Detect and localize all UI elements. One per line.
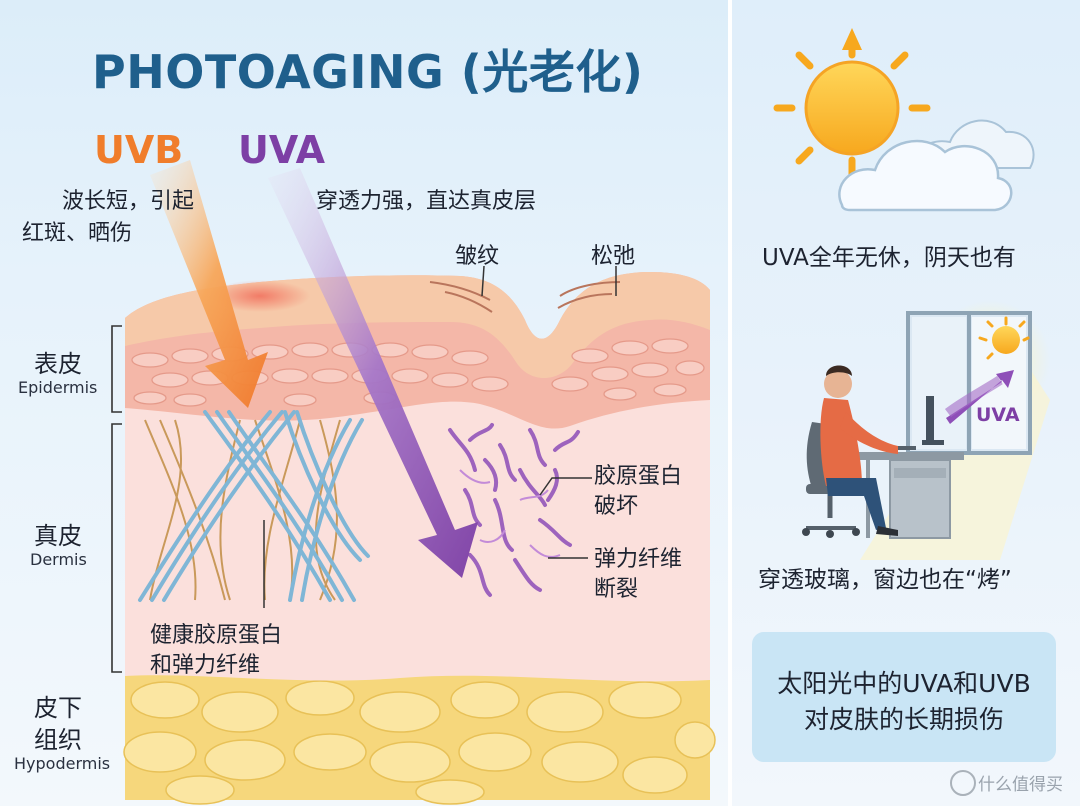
hypodermis-en-label: Hypodermis xyxy=(14,754,111,773)
elastin-break-line2: 断裂 xyxy=(594,577,639,602)
epidermis-en-label: Epidermis xyxy=(18,378,98,397)
weather-caption: UVA全年无休，阴天也有 xyxy=(762,245,1016,271)
collagen-damage-line2: 破坏 xyxy=(594,494,639,519)
hypodermis-layer xyxy=(123,672,716,805)
elastin-break-line1: 弹力纤维 xyxy=(594,547,683,572)
uvb-desc-line1: 波长短，引起 xyxy=(62,189,195,214)
dermis-label: 真皮 xyxy=(34,522,82,550)
hypodermis-label-line2: 组织 xyxy=(34,726,82,754)
epidermis-label: 表皮 xyxy=(34,350,82,378)
healthy-fibers xyxy=(138,410,370,602)
dermis-layer xyxy=(125,390,710,682)
sagging-label: 松弛 xyxy=(591,244,636,269)
damaged-elastin xyxy=(459,469,561,558)
wrinkle-label: 皱纹 xyxy=(455,244,500,269)
uvb-label: UVB xyxy=(94,128,184,172)
panel-divider xyxy=(728,0,732,806)
layer-brackets xyxy=(111,325,122,673)
uva-label: UVA xyxy=(238,128,326,172)
callout-leaders xyxy=(263,265,617,608)
page-title: PHOTOAGING (光老化) xyxy=(92,45,644,99)
epidermis-layer xyxy=(125,272,710,429)
dermis-en-label: Dermis xyxy=(30,550,87,569)
sun-cloud-icon xyxy=(773,28,1035,212)
damaged-fibers xyxy=(448,423,580,597)
uvb-arrow xyxy=(150,160,268,408)
office-window-scene xyxy=(802,300,1050,560)
healthy-fiber-line1: 健康胶原蛋白 xyxy=(150,623,283,648)
healthy-fiber-line2: 和弹力纤维 xyxy=(150,653,261,678)
watermark-logo-icon xyxy=(950,770,976,796)
uva-desc: 穿透力强，直达真皮层 xyxy=(316,189,537,214)
summary-text: 太阳光中的UVA和UVB 对皮肤的长期损伤 xyxy=(777,669,1031,734)
uva-arrow xyxy=(268,168,478,578)
watermark-text: 什么值得买 xyxy=(978,775,1063,795)
summary-box: 太阳光中的UVA和UVB 对皮肤的长期损伤 xyxy=(752,632,1056,762)
hypodermis-label-line1: 皮下 xyxy=(34,694,82,722)
uvb-desc-line2: 红斑、晒伤 xyxy=(22,221,133,246)
collagen-damage-line1: 胶原蛋白 xyxy=(594,464,683,489)
window-uva-label: UVA xyxy=(976,404,1020,426)
window-caption: 穿透玻璃，窗边也在“烤” xyxy=(758,567,1012,593)
